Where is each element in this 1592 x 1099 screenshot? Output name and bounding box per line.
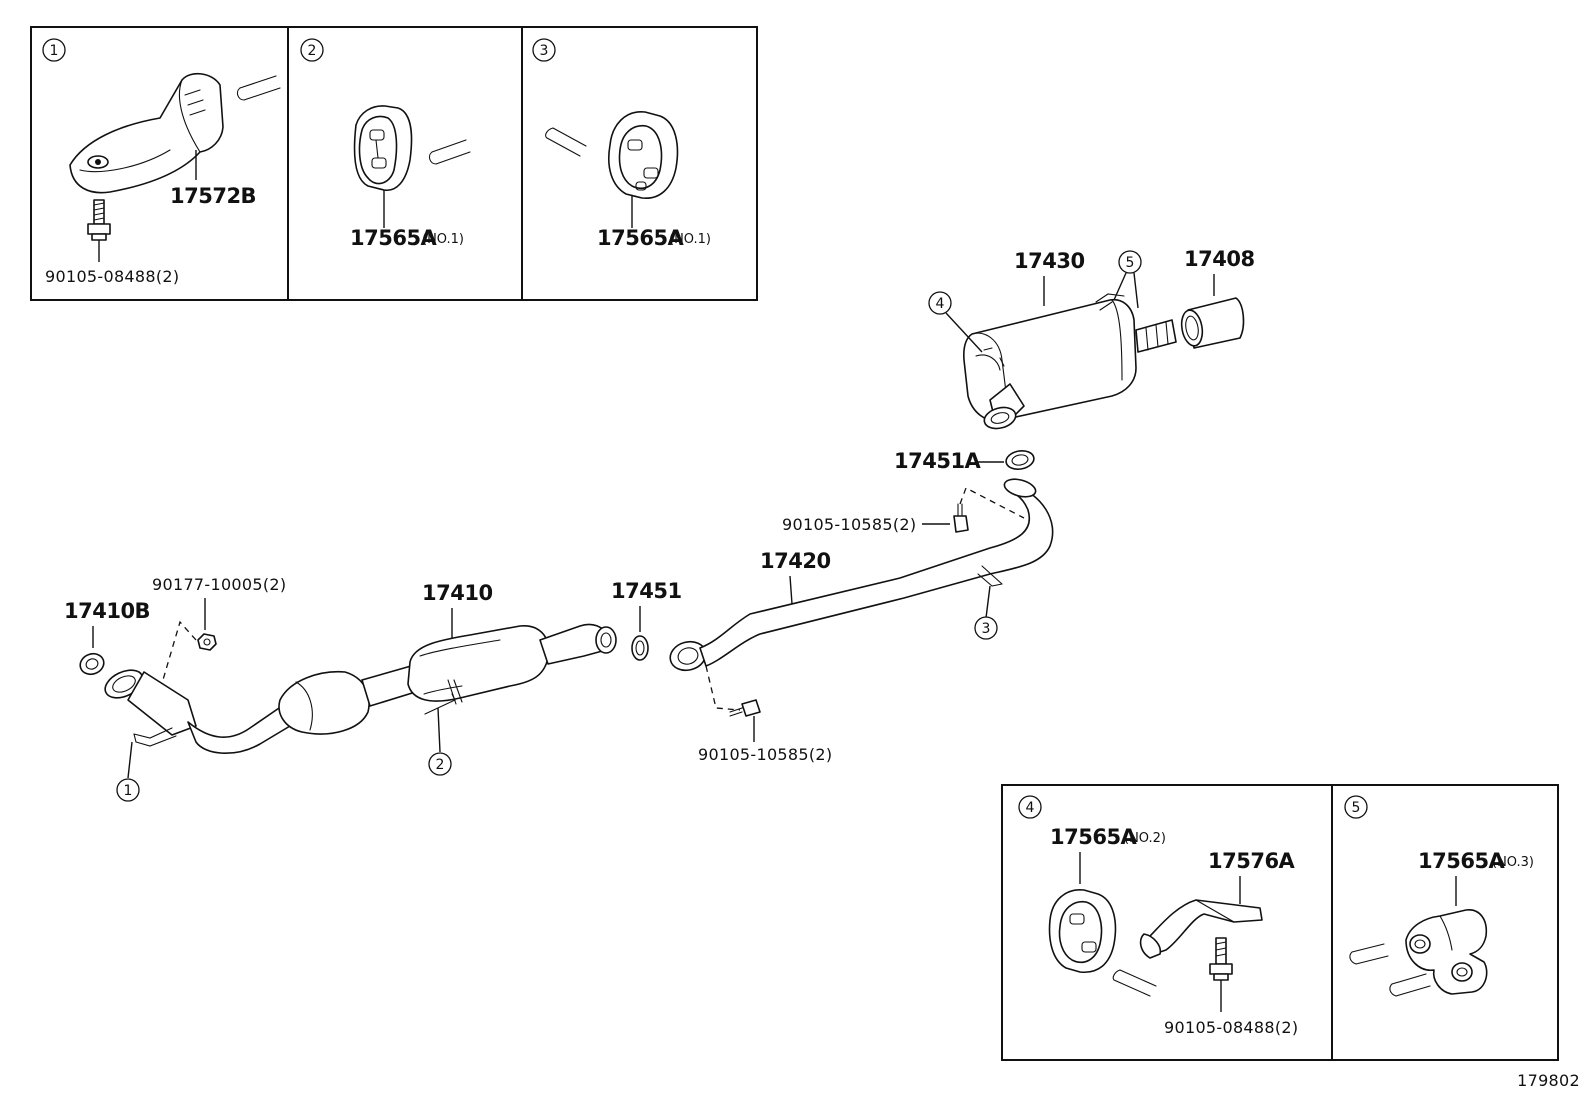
inset-3: 3 17565A (NO.1) xyxy=(532,38,711,250)
hanger-bracket-icon xyxy=(1139,899,1263,959)
rubber-hanger-icon xyxy=(545,111,679,199)
rubber-hanger-icon xyxy=(1048,889,1157,997)
diagram-id: 179802 xyxy=(1517,1071,1580,1090)
inset-3-note: (NO.1) xyxy=(669,232,711,247)
inset-4-bolt-label: 90105-08488(2) xyxy=(1164,1018,1298,1037)
label-17420: 17420 xyxy=(760,549,831,573)
inset-5-note: (NO.3) xyxy=(1492,855,1534,870)
inset-4-bracket-label: 17576A xyxy=(1208,849,1296,873)
callout-3: 3 xyxy=(974,585,998,640)
inset-2-part-label: 17565A xyxy=(350,226,438,250)
svg-text:1: 1 xyxy=(124,783,133,799)
bolt-icon xyxy=(729,699,761,717)
muffler-17430: 17430 xyxy=(963,249,1177,430)
inset-4-tag: 4 xyxy=(1026,800,1035,816)
gasket-ring-icon xyxy=(631,635,649,661)
inset-4: 4 17565A (NO.2) 17576A 90105-08488(2) xyxy=(1018,795,1298,1037)
inset-1-part-label: 17572B xyxy=(170,184,256,208)
svg-text:2: 2 xyxy=(436,757,445,773)
inset-5-tag: 5 xyxy=(1352,800,1361,816)
bolt-icon xyxy=(953,503,969,533)
hanger-bracket-icon xyxy=(69,72,281,194)
inset-panel-bottom xyxy=(1001,784,1559,1061)
label-17410: 17410 xyxy=(422,581,493,605)
svg-text:4: 4 xyxy=(936,296,945,312)
nut-90177: 90177-10005(2) xyxy=(152,575,286,691)
callout-1: 1 xyxy=(116,741,140,802)
inset-3-tag: 3 xyxy=(540,43,549,59)
label-17410b: 17410B xyxy=(64,599,150,623)
svg-text:3: 3 xyxy=(982,621,991,637)
front-pipe-icon xyxy=(104,623,617,755)
label-90105-10585-upper: 90105-10585(2) xyxy=(782,515,916,534)
inset-1-bolt-label: 90105-08488(2) xyxy=(45,267,179,286)
gasket-17451: 17451 xyxy=(611,579,682,661)
inset-1: 1 17572B 90105-08488(2) xyxy=(42,38,281,286)
bolt-90105-10585-upper: 90105-10585(2) xyxy=(782,487,1025,534)
inset-5: 5 17565A (NO.3) xyxy=(1344,795,1534,997)
inset-2-note: (NO.1) xyxy=(422,232,464,247)
gasket-17410b: 17410B xyxy=(64,599,151,676)
tail-finisher-icon xyxy=(1180,297,1245,349)
inset-5-part-label: 17565A xyxy=(1418,849,1506,873)
nut-icon xyxy=(197,633,217,651)
gasket-ring-icon xyxy=(1005,450,1035,470)
rubber-hanger-icon xyxy=(353,105,471,191)
gasket-17451a: 17451A xyxy=(894,449,1035,473)
center-pipe-17420: 17420 xyxy=(669,478,1054,672)
muffler-icon xyxy=(963,293,1177,430)
tail-finisher-17408: 17408 xyxy=(1180,247,1255,349)
inset-panel-top xyxy=(30,26,758,301)
callout-4: 4 xyxy=(928,291,983,353)
gasket-ring-icon xyxy=(79,652,105,676)
inset-2-tag: 2 xyxy=(308,43,317,59)
label-90105-10585-lower: 90105-10585(2) xyxy=(698,745,832,764)
label-17408: 17408 xyxy=(1184,247,1255,271)
bolt-icon xyxy=(1209,937,1233,981)
inset-3-part-label: 17565A xyxy=(597,226,685,250)
rubber-hanger-icon xyxy=(1349,909,1488,997)
label-17451: 17451 xyxy=(611,579,682,603)
inset-4-part-label: 17565A xyxy=(1050,825,1138,849)
bolt-icon xyxy=(87,199,111,241)
inset-4-note: (NO.2) xyxy=(1124,831,1166,846)
callout-2: 2 xyxy=(428,707,452,776)
label-90177-10005: 90177-10005(2) xyxy=(152,575,286,594)
front-pipe-17410: 17410 xyxy=(104,581,617,755)
label-17451a: 17451A xyxy=(894,449,982,473)
inset-2: 2 17565A (NO.1) xyxy=(300,38,471,250)
svg-text:5: 5 xyxy=(1126,255,1135,271)
bolt-90105-10585-lower: 90105-10585(2) xyxy=(698,665,832,764)
inset-1-tag: 1 xyxy=(50,43,59,59)
label-17430: 17430 xyxy=(1014,249,1085,273)
center-pipe-icon xyxy=(669,478,1054,672)
callout-5: 5 xyxy=(1113,250,1142,309)
